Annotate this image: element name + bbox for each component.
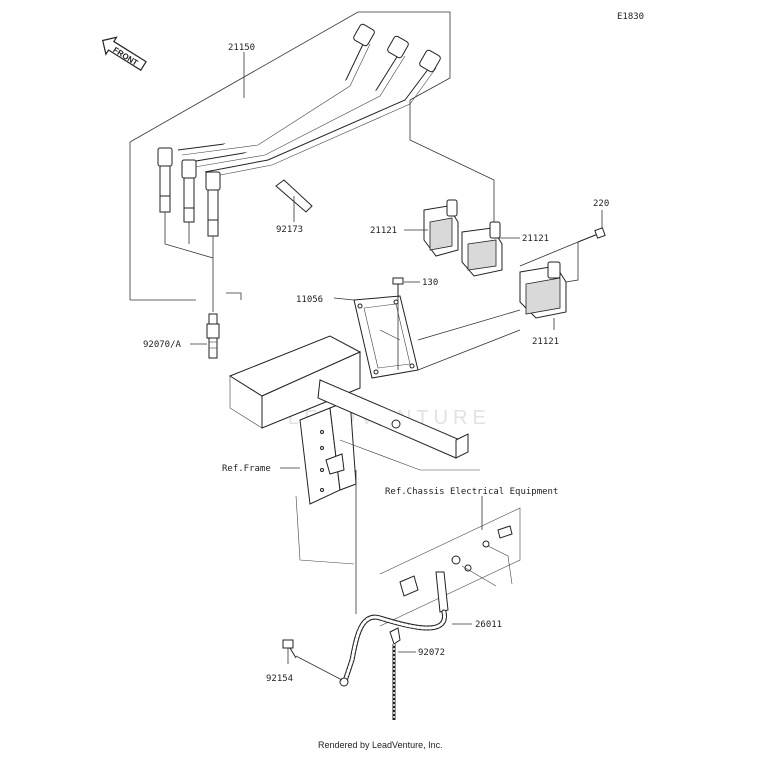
callout-130: 130 bbox=[422, 278, 438, 288]
ground-lead-26011 bbox=[339, 571, 449, 687]
bolt-220 bbox=[577, 227, 606, 243]
harness-group-outline bbox=[129, 11, 451, 301]
front-arrow-icon: FRONT bbox=[101, 36, 147, 71]
callout-ref-frame: Ref.Frame bbox=[222, 464, 271, 474]
ignition-coil-left bbox=[423, 199, 459, 257]
frame-reference bbox=[228, 335, 480, 565]
harness-leader-lines bbox=[164, 212, 214, 312]
spark-plug-92070A bbox=[206, 313, 220, 359]
callout-coil-right: 21121 bbox=[532, 337, 559, 347]
callout-ref-chassis: Ref.Chassis Electrical Equipment bbox=[385, 487, 558, 497]
callout-92173: 92173 bbox=[276, 225, 303, 235]
callout-92070A: 92070/A bbox=[143, 340, 182, 350]
callout-21150: 21150 bbox=[228, 43, 255, 53]
callout-92154: 92154 bbox=[266, 674, 293, 684]
callout-92072: 92072 bbox=[418, 648, 445, 658]
ignition-coil-right bbox=[519, 261, 567, 319]
ignition-coil-center bbox=[461, 221, 503, 277]
credit-text: Rendered by LeadVenture, Inc. bbox=[318, 740, 443, 750]
callout-220: 220 bbox=[593, 199, 609, 209]
callout-26011: 26011 bbox=[475, 620, 502, 630]
callout-coil-center: 21121 bbox=[522, 234, 549, 244]
callout-11056: 11056 bbox=[296, 295, 323, 305]
bolt-130 bbox=[392, 277, 404, 298]
ignition-harness bbox=[157, 23, 441, 237]
callout-coil-left: 21121 bbox=[370, 226, 397, 236]
clamp-92173 bbox=[275, 179, 313, 222]
bolt-92154 bbox=[282, 639, 297, 659]
diagram-code: E1830 bbox=[617, 12, 644, 22]
chassis-electrical-reference bbox=[379, 507, 521, 627]
band-92072 bbox=[389, 627, 401, 720]
bracket-11056 bbox=[353, 295, 419, 379]
